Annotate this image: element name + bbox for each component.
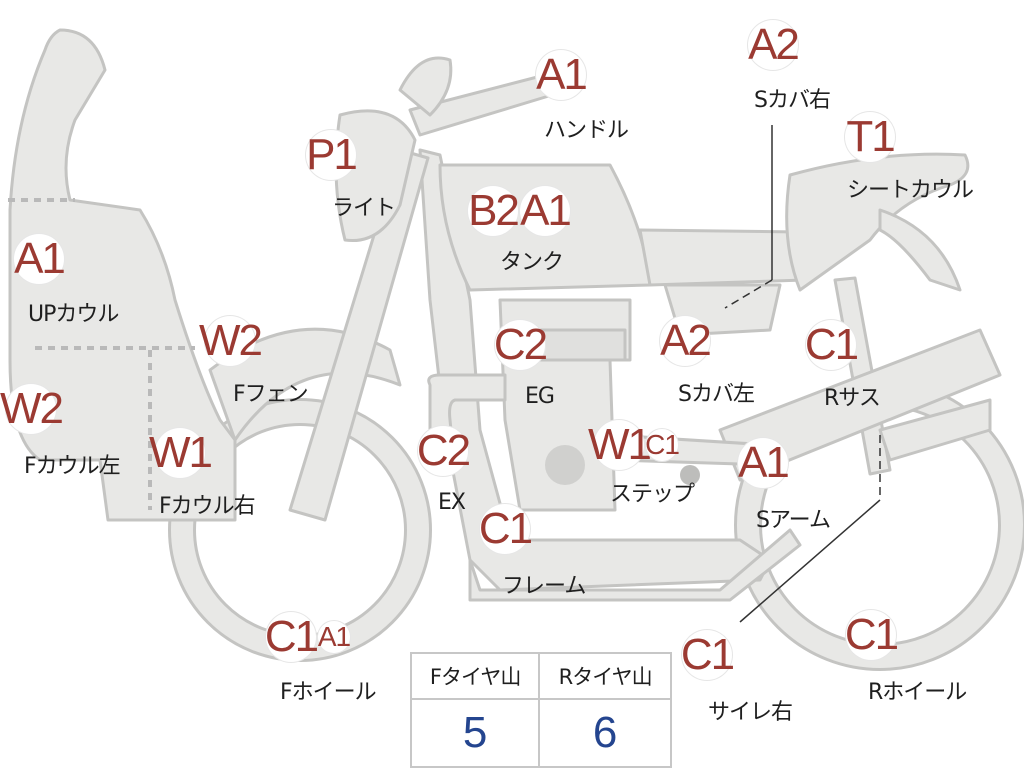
grade-badge: C1 — [844, 610, 899, 660]
lower-frame-shape — [468, 528, 802, 602]
grade-badge: T1 — [845, 112, 896, 162]
step-peg-shape — [680, 465, 700, 485]
part-label: Rサス — [824, 386, 881, 411]
grade-badge: C2 — [416, 426, 471, 476]
tire-tread-table: Fタイヤ山 Rタイヤ山 5 6 — [409, 652, 672, 768]
grade-badge: C1 — [804, 320, 859, 370]
part-label: フレーム — [502, 574, 586, 599]
part-label: Rホイール — [868, 680, 967, 705]
grade-badge: W1 — [149, 428, 213, 478]
grade-badge: A1 — [14, 234, 66, 284]
rear-tire-value: 6 — [538, 698, 672, 768]
grade-badge: B2 — [468, 186, 520, 236]
grade-badge: C1 — [478, 504, 533, 554]
part-label: Sカバ右 — [754, 88, 831, 113]
part-label: サイレ右 — [708, 700, 793, 725]
grade-badge: C2 — [493, 320, 548, 370]
part-label: Fカウル左 — [24, 454, 121, 479]
grade-badge: A1 — [738, 438, 790, 488]
part-label: ステップ — [610, 482, 695, 507]
tail-shape — [878, 208, 962, 292]
part-label: Fカウル右 — [159, 494, 256, 519]
grade-badge: W2 — [0, 384, 64, 434]
engine-cover-shape — [545, 445, 585, 485]
grade-badge: A1 — [317, 621, 351, 653]
grade-badge: C1 — [264, 612, 319, 662]
grade-badge: A2 — [748, 20, 800, 70]
grade-badge: C1 — [645, 429, 680, 461]
grade-badge: W1 — [588, 420, 652, 470]
upper-cowl-shape — [8, 28, 237, 522]
part-label: Fフェン — [233, 382, 309, 407]
silencer-shape — [878, 398, 992, 462]
front-tire-value: 5 — [409, 698, 541, 768]
part-label: ライト — [332, 196, 396, 221]
grade-badge: A1 — [536, 50, 588, 100]
grade-badge: C1 — [680, 630, 735, 680]
grade-badge: A1 — [520, 186, 572, 236]
front-tire-header: Fタイヤ山 — [409, 652, 541, 700]
seat-shape — [638, 228, 807, 287]
grade-badge: A2 — [660, 316, 712, 366]
grade-badge: P1 — [306, 130, 358, 180]
part-label: Sカバ左 — [678, 382, 755, 407]
front-fork-shape — [288, 148, 430, 522]
part-label: UPカウル — [28, 302, 119, 327]
mirror-shape — [398, 56, 453, 117]
part-label: Sアーム — [756, 508, 831, 533]
part-label: タンク — [500, 250, 564, 275]
leader-lines — [724, 125, 881, 623]
part-label: Fホイール — [280, 680, 377, 705]
rear-tire-header: Rタイヤ山 — [538, 652, 672, 700]
part-label: EX — [438, 490, 466, 515]
part-label: EG — [525, 384, 555, 409]
grade-badge: W2 — [199, 316, 263, 366]
cowl-dividers — [8, 198, 195, 510]
part-label: ハンドル — [544, 118, 629, 143]
part-label: シートカウル — [847, 178, 974, 203]
